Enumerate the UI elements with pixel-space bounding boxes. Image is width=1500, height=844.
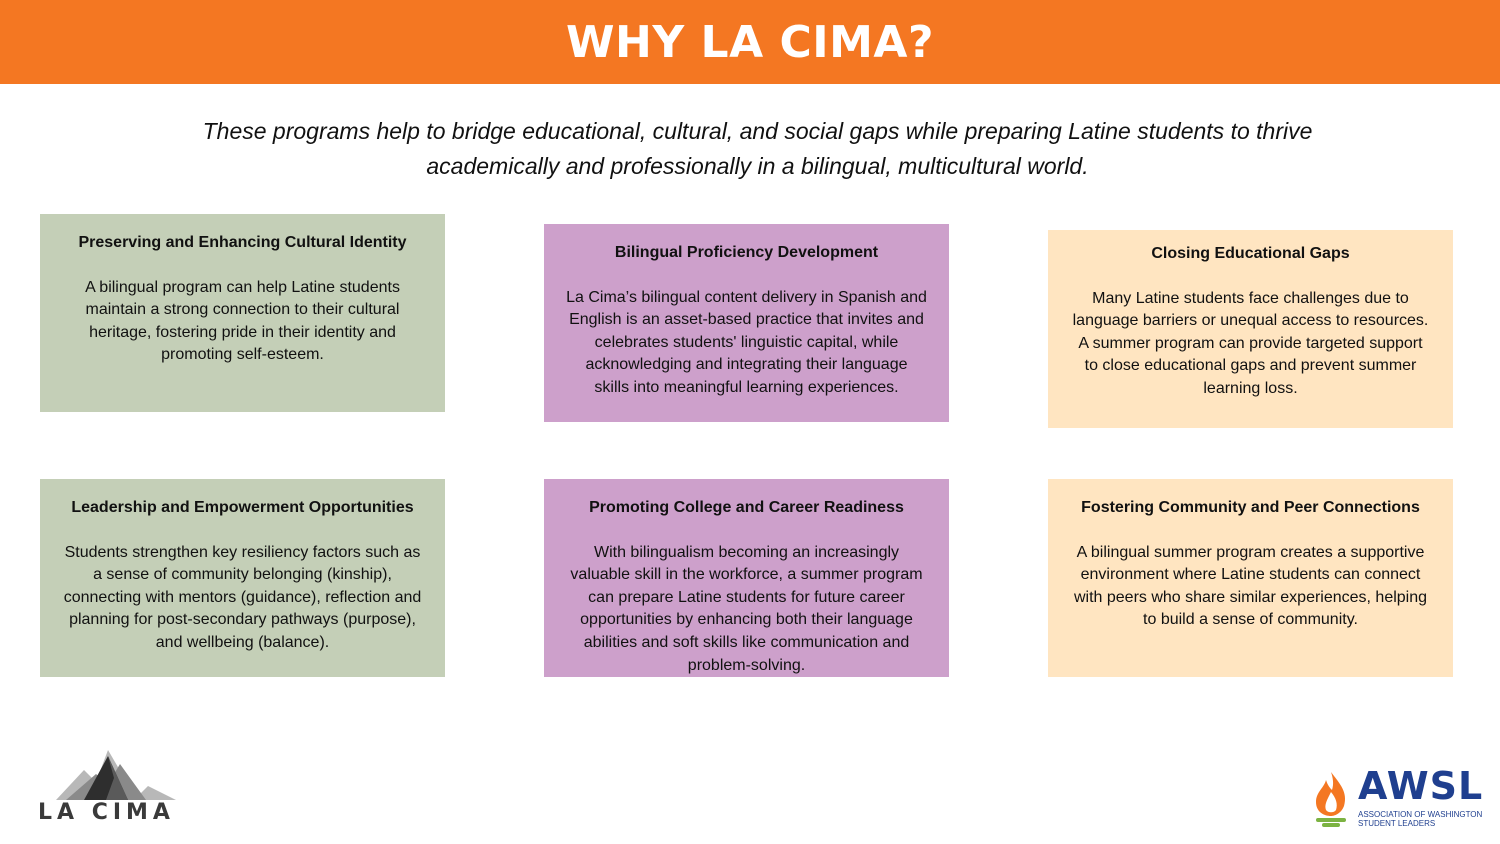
card-leadership: Leadership and Empowerment Opportunities… <box>40 479 445 677</box>
la-cima-logo-text: LA CIMA <box>38 800 175 825</box>
card-body: La Cima’s bilingual content delivery in … <box>566 288 927 396</box>
card-title: Preserving and Enhancing Cultural Identi… <box>78 234 407 251</box>
card-body: Students strengthen key resiliency facto… <box>63 543 422 651</box>
awsl-logo-text: AWSL <box>1358 764 1484 808</box>
mountain-icon <box>56 750 176 800</box>
torch-flame-icon <box>1316 772 1346 827</box>
awsl-logo-subtext: ASSOCIATION OF WASHINGTON STUDENT LEADER… <box>1358 810 1483 828</box>
card-community: Fostering Community and Peer Connections… <box>1048 479 1453 677</box>
card-title: Promoting College and Career Readiness <box>589 499 904 516</box>
card-title: Leadership and Empowerment Opportunities <box>71 499 414 516</box>
card-title: Bilingual Proficiency Development <box>614 244 879 261</box>
page-title: WHY LA CIMA? <box>566 16 934 68</box>
card-body: A bilingual program can help Latine stud… <box>85 278 400 364</box>
card-cultural-identity: Preserving and Enhancing Cultural Identi… <box>40 214 445 412</box>
card-body: With bilingualism becoming an increasing… <box>570 543 923 674</box>
card-body: Many Latine students face challenges due… <box>1072 289 1429 397</box>
title-banner: WHY LA CIMA? <box>0 0 1500 84</box>
card-educational-gaps: Closing Educational Gaps Many Latine stu… <box>1048 230 1453 428</box>
intro-text: These programs help to bridge educationa… <box>202 118 1313 179</box>
card-title: Fostering Community and Peer Connections <box>1081 499 1420 516</box>
card-bilingual-proficiency: Bilingual Proficiency Development La Cim… <box>544 224 949 422</box>
card-title: Closing Educational Gaps <box>1151 245 1350 262</box>
card-body: A bilingual summer program creates a sup… <box>1073 543 1428 629</box>
card-college-career: Promoting College and Career Readiness W… <box>544 479 949 677</box>
